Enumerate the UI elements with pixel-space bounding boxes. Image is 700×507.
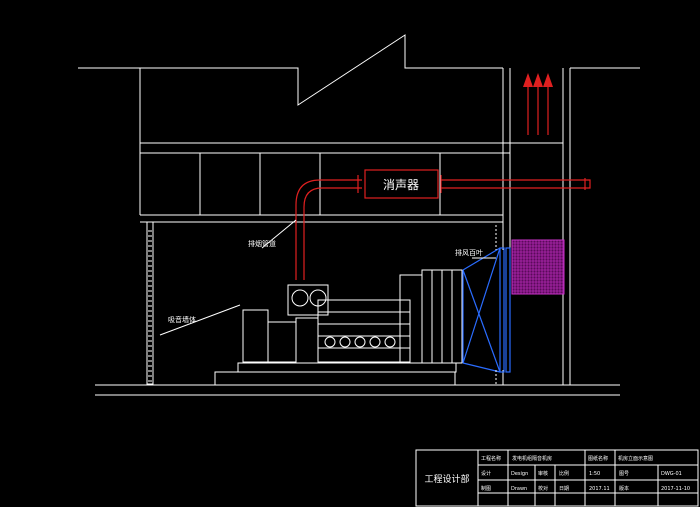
airflow-arrows <box>523 73 553 135</box>
title-cell: 2017.11 <box>589 486 610 492</box>
callouts: 排烟管道 吸音墙体 排风百叶 <box>159 219 496 336</box>
exhaust-shaft <box>502 68 571 385</box>
title-block: 工程设计部 工程名称 发电机组隔音机房 图纸名称 机房立面示意图 设计 Desi… <box>415 449 699 507</box>
title-cell: 图纸名称 <box>588 455 608 462</box>
title-cell: Design <box>511 471 528 477</box>
company-name: 工程设计部 <box>424 473 469 485</box>
title-cell: Drawn <box>511 486 527 492</box>
title-cell: 2017-11-10 <box>661 486 690 492</box>
generator-set <box>214 269 463 386</box>
title-cell: 1:50 <box>589 471 600 477</box>
vent-grille <box>511 239 565 295</box>
title-cell: 工程名称 <box>481 455 501 462</box>
exhaust-louver <box>462 225 511 385</box>
title-cell: 日期 <box>559 486 569 492</box>
title-cell: DWG-01 <box>661 471 682 477</box>
title-cell: 校对 <box>538 485 548 492</box>
title-cell: 机房立面示意图 <box>618 455 653 462</box>
exhaust-louver-label: 排风百叶 <box>455 248 483 257</box>
exhaust-pipe <box>295 175 591 280</box>
soundproof-wall-label: 吸音墙体 <box>168 315 196 324</box>
title-cell: 设计 <box>481 470 491 477</box>
arrow-up-icon <box>533 73 543 87</box>
roof-structure <box>78 34 640 223</box>
title-cell: 审核 <box>538 470 548 477</box>
arrow-up-icon <box>543 73 553 87</box>
exhaust-pipe-label: 排烟管道 <box>248 239 276 248</box>
muffler: 消声器 <box>364 169 439 199</box>
title-cell: 版本 <box>619 485 629 492</box>
muffler-label: 消声器 <box>383 178 419 192</box>
title-cell: 发电机组隔音机房 <box>512 455 552 462</box>
arrow-up-icon <box>523 73 533 87</box>
title-cell: 图号 <box>619 471 629 477</box>
title-cell: 制图 <box>481 485 491 492</box>
title-cell: 比例 <box>559 470 569 477</box>
